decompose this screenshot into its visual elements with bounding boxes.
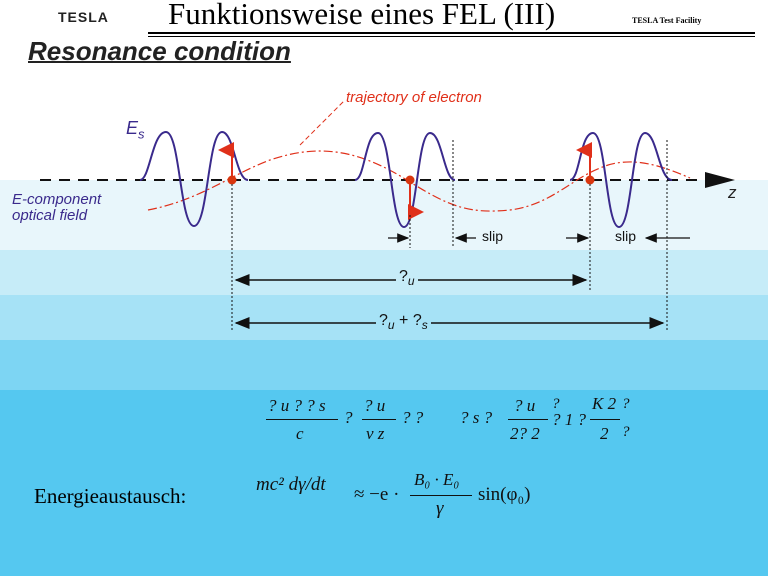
energy-lhs: mc² dγ/dt (256, 474, 326, 495)
header-rule-thin (148, 36, 755, 37)
lambda-us-sub-a: u (387, 318, 395, 333)
res-bar-right (508, 419, 548, 420)
res-lambda-s: ? s ? (460, 408, 493, 427)
energy-tail: sin(φ₀) (478, 484, 531, 505)
field-symbol-e: E (126, 118, 139, 138)
slip-label-2: slip (612, 228, 640, 244)
lambda-u-subscript: u (407, 274, 415, 289)
trajectory-pointer (299, 99, 346, 146)
electron-2 (405, 175, 415, 185)
electron-1 (227, 175, 237, 185)
res-den-left: c (296, 424, 304, 443)
energy-frac-den: γ (436, 498, 444, 519)
lambda-us-label: ?u + ?s (376, 312, 431, 333)
res-bar-k (590, 419, 620, 420)
energieaustausch-label: Energieaustausch: (34, 484, 187, 508)
res-k-den: 2 (600, 424, 609, 443)
tesla-logo-text: TESLA (58, 9, 109, 25)
lambda-u-label: ?u (396, 268, 418, 289)
res-tail-top: ? (622, 396, 630, 412)
lambda-us-plus: + ? (394, 312, 422, 329)
lambda-u-symbol: ? (399, 268, 408, 285)
e-component-label: E-component optical field (12, 192, 101, 224)
wave-packet-3 (569, 131, 673, 229)
res-den-mid: v z (366, 424, 385, 443)
res-paren-top: ? (552, 396, 560, 412)
res-bar-left (266, 419, 338, 420)
res-mid2: ? ? (402, 408, 424, 427)
page-title: Funktionsweise eines FEL (III) (168, 0, 556, 31)
field-symbol-sub: s (138, 126, 145, 142)
res-bar-mid (362, 419, 396, 420)
electron-3 (585, 175, 595, 185)
section-subtitle: Resonance condition (28, 36, 291, 66)
wave-packet-2 (354, 131, 456, 229)
res-paren: ? 1 ? (552, 410, 586, 429)
lambda-us-symbol-a: ? (379, 312, 388, 329)
field-symbol: Es (126, 118, 145, 142)
slip-label-1: slip (482, 228, 504, 244)
trajectory-label: trajectory of electron (346, 89, 482, 106)
energy-frac-bar (410, 495, 472, 496)
energy-approx: ≈ −e · (354, 484, 400, 505)
e-component-line2: optical field (12, 207, 88, 224)
res-num-left: ? u ? ? s (268, 396, 326, 415)
lambda-us-sub-b: s (421, 318, 428, 333)
res-tail-bot: ? (622, 424, 630, 440)
res-den-right: 2? 2 (510, 424, 540, 443)
wave-packet-1 (139, 130, 249, 228)
z-axis-label: z (728, 183, 737, 202)
res-k-num: K 2 (592, 394, 617, 413)
header-rule (148, 32, 755, 34)
res-mid1: ? (344, 408, 353, 427)
facility-label: TESLA Test Facility (632, 16, 702, 25)
z-axis-arrowhead (705, 172, 735, 188)
res-num-right: ? u (514, 396, 536, 415)
tesla-logo: TESLA (58, 9, 130, 27)
res-num-mid: ? u (364, 396, 386, 415)
energy-frac-num: B₀ · E₀ (414, 470, 460, 489)
e-component-line1: E-component (12, 191, 102, 208)
